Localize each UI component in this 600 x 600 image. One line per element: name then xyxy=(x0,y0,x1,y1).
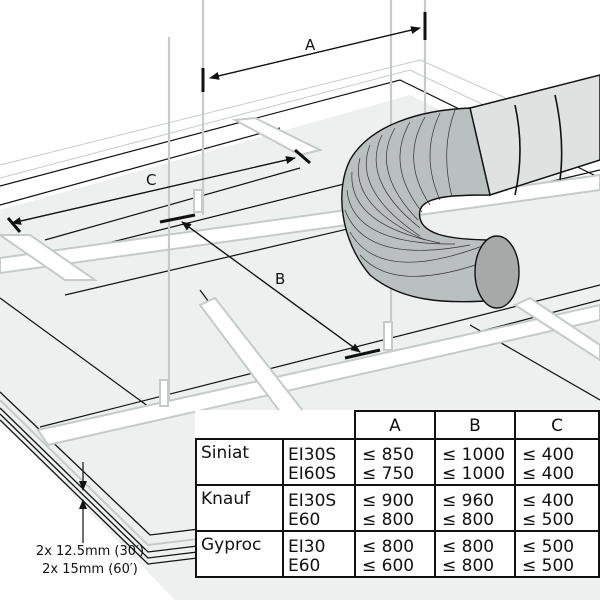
header-a: A xyxy=(354,410,436,440)
duct-flexible xyxy=(341,107,520,309)
a-cell: ≤ 850≤ 750 xyxy=(354,438,436,486)
dimension-a: A xyxy=(201,12,427,92)
dimension-c-label: C xyxy=(146,171,156,189)
board-thickness-label: 2x 12.5mm (30′) 2x 15mm (60′) xyxy=(0,543,180,579)
dimension-a-label: A xyxy=(305,36,316,54)
dimension-b-label: B xyxy=(275,270,285,288)
brand-cell: Siniat xyxy=(195,438,284,486)
b-cell: ≤ 1000≤ 1000 xyxy=(434,438,516,486)
c-cell: ≤ 400≤ 500 xyxy=(514,484,600,532)
c-cell: ≤ 400≤ 400 xyxy=(514,438,600,486)
dimension-c: C xyxy=(6,148,311,233)
b-cell: ≤ 960≤ 800 xyxy=(434,484,516,532)
board-thickness-line-1: 2x 12.5mm (30′) xyxy=(35,544,145,559)
brand-cell: Knauf xyxy=(195,484,284,532)
board-thickness-line-2: 2x 15mm (60′) xyxy=(42,562,138,577)
b-cell: ≤ 800≤ 800 xyxy=(434,530,516,578)
c-cell: ≤ 500≤ 500 xyxy=(514,530,600,578)
table-header-row: A B C xyxy=(196,410,600,440)
main-rails xyxy=(0,116,600,447)
header-b: B xyxy=(434,410,516,440)
a-cell: ≤ 800≤ 600 xyxy=(354,530,436,578)
header-c: C xyxy=(514,410,600,440)
a-cell: ≤ 900≤ 800 xyxy=(354,484,436,532)
dimension-b: B xyxy=(159,213,381,360)
brand-cell: Gyproc xyxy=(195,530,284,578)
hanger-brackets xyxy=(159,189,393,407)
